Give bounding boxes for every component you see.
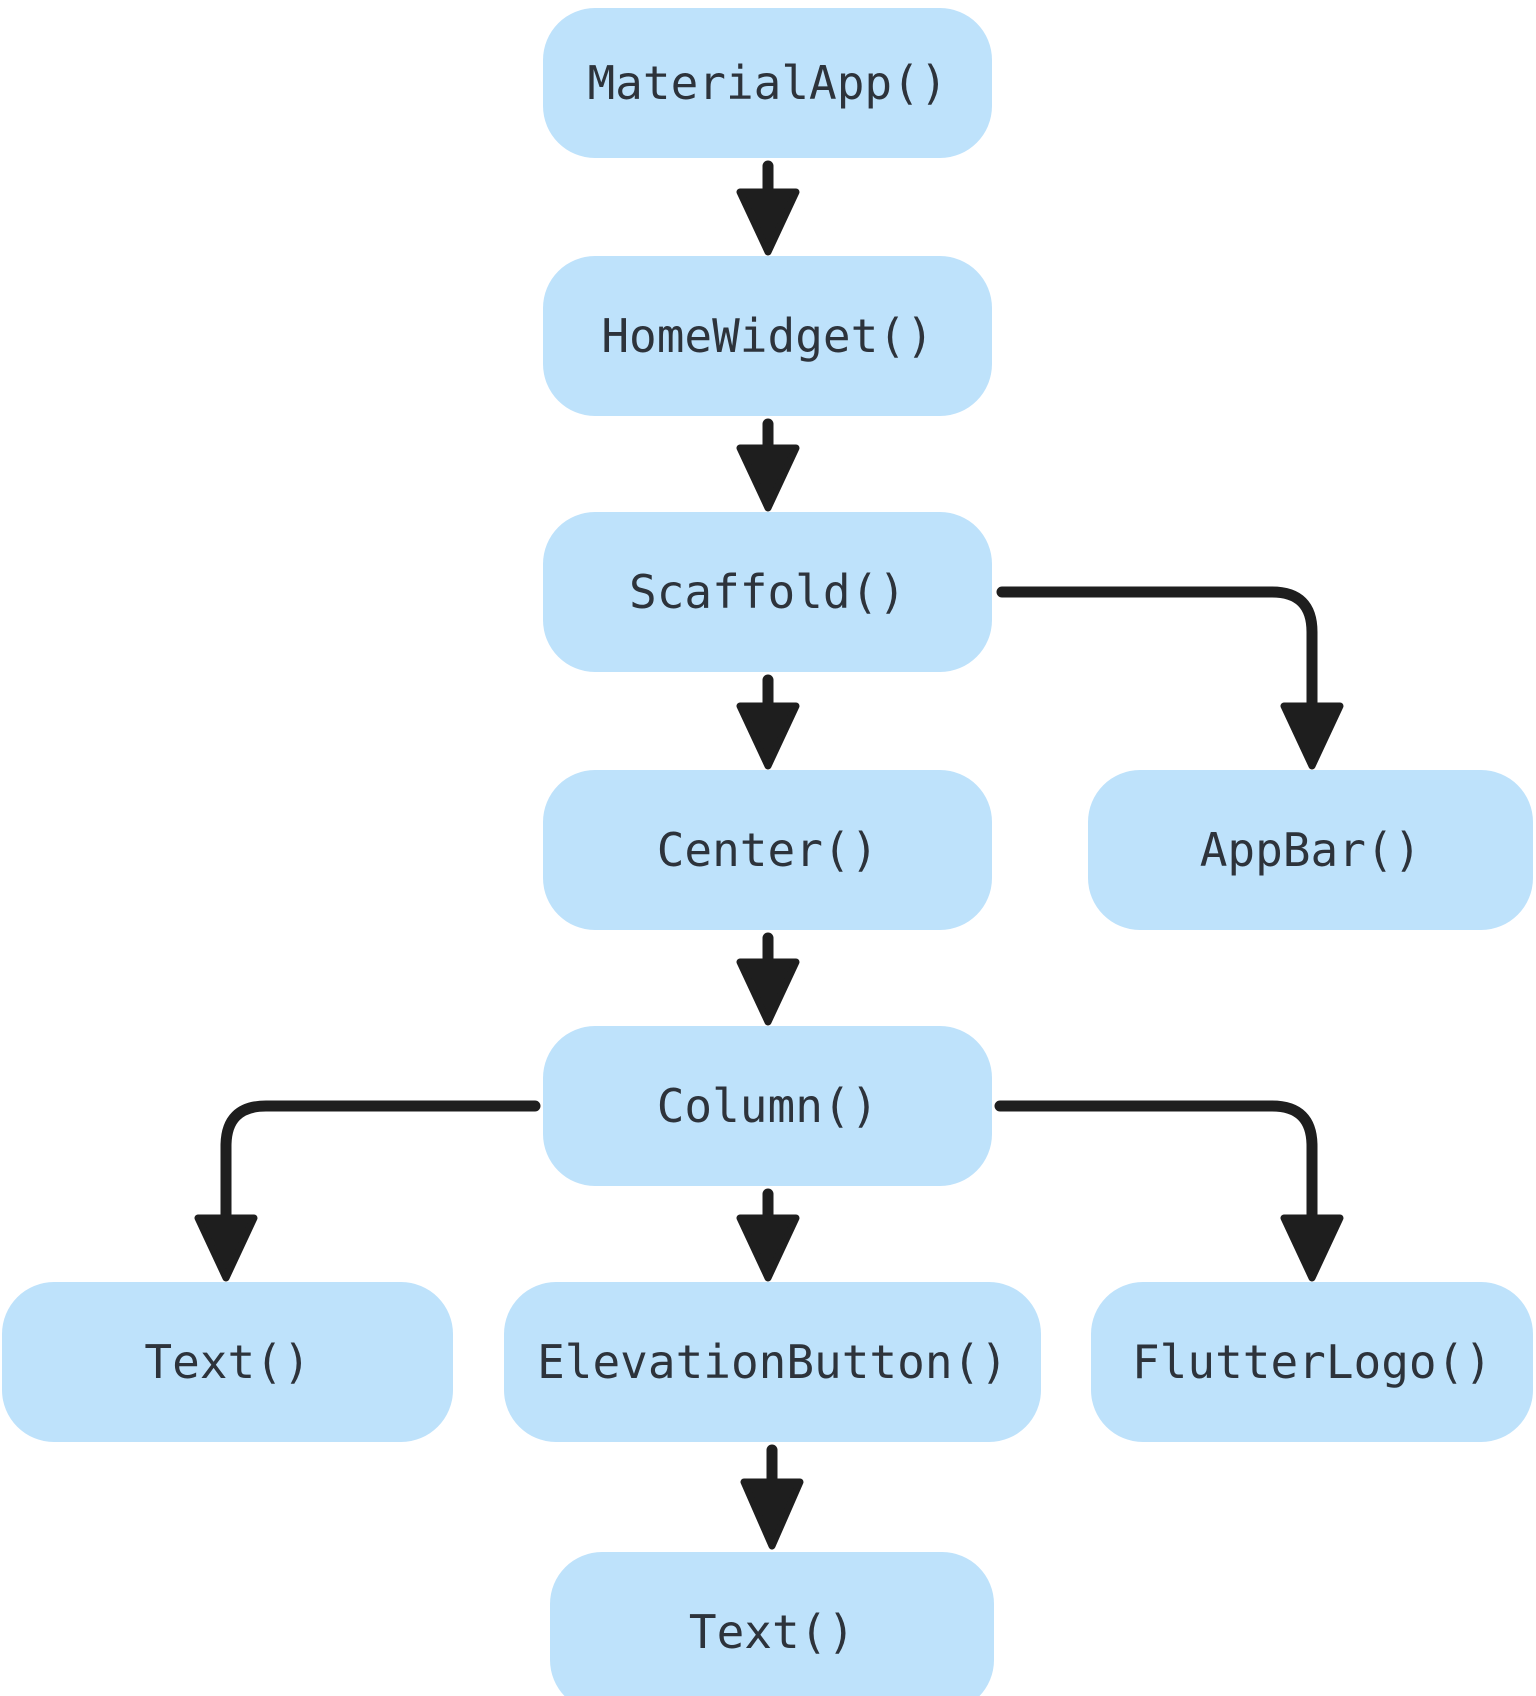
edge-materialapp-homewidget: [736, 160, 800, 256]
node-scaffold: Scaffold(): [543, 512, 992, 672]
node-homewidget: HomeWidget(): [543, 256, 992, 416]
edge-column-flutterlogo: [994, 1100, 1344, 1282]
edge-scaffold-appbar: [996, 586, 1344, 770]
edge-center-column: [736, 932, 800, 1026]
node-materialapp: MaterialApp(): [543, 8, 992, 158]
node-appbar: AppBar(): [1088, 770, 1533, 930]
edge-elevationbutton-text-2: [740, 1444, 804, 1550]
edge-column-text-1: [194, 1100, 541, 1282]
node-text-first-child: Text(): [2, 1282, 453, 1442]
node-column: Column(): [543, 1026, 992, 1186]
node-center: Center(): [543, 770, 992, 930]
node-flutterlogo: FlutterLogo(): [1091, 1282, 1533, 1442]
node-elevationbutton: ElevationButton(): [504, 1282, 1041, 1442]
edge-homewidget-scaffold: [736, 418, 800, 512]
edge-scaffold-center: [736, 674, 800, 770]
node-text-button-child: Text(): [550, 1552, 994, 1696]
edge-column-elevationbutton: [736, 1188, 800, 1282]
